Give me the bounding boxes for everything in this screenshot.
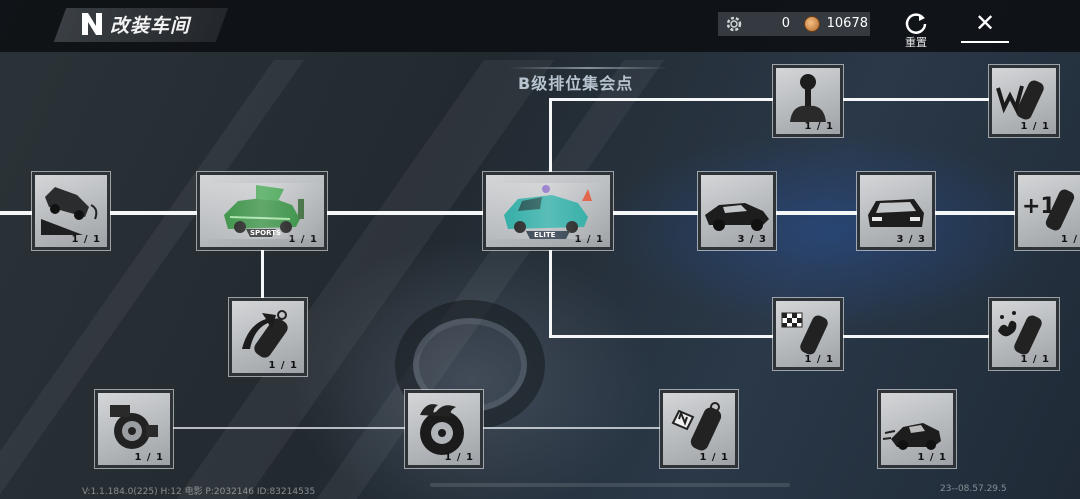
upgrade-node-nitro-n[interactable]: 1 / 1: [659, 389, 739, 469]
node-count: 1 / 1: [444, 452, 474, 463]
branch-line: [549, 98, 989, 101]
close-icon[interactable]: ✕: [974, 9, 996, 37]
upgrade-node-nitro-w[interactable]: 1 / 1: [988, 64, 1060, 138]
turbo-icon: [110, 405, 158, 449]
upgrade-node-elite[interactable]: ELITE 1 / 1: [482, 171, 614, 251]
parts-count: 0: [781, 16, 790, 31]
reset-button[interactable]: 重置: [905, 36, 927, 49]
node-count: 1 / 1: [699, 452, 729, 463]
upgrade-node-nitro-plus-one[interactable]: +1 1 /: [1014, 171, 1080, 251]
upgrade-node-gear-shift[interactable]: 1 / 1: [772, 64, 844, 138]
drift-car-icon: [882, 423, 941, 450]
upgrade-node-nitro-up[interactable]: 1 / 1: [228, 297, 308, 377]
branch-line: [261, 250, 264, 300]
nitro-boost-up-icon: [242, 310, 288, 358]
upgrade-node-turbo[interactable]: 1 / 1: [94, 389, 174, 469]
scroll-track[interactable]: [430, 483, 790, 487]
car-side-icon: [705, 203, 769, 231]
node-count: 1 / 1: [804, 354, 834, 365]
node-count: 1 /: [1060, 234, 1078, 245]
upgrade-node-drift-car[interactable]: 1 / 1: [877, 389, 957, 469]
node-count: 1 / 1: [1020, 354, 1050, 365]
nitro-w-icon: [996, 80, 1044, 120]
sports-car-icon: SPORTS: [224, 185, 304, 237]
car-front-icon: [868, 199, 924, 227]
close-button[interactable]: ✕: [961, 6, 1009, 44]
gear-shift-icon: [790, 74, 826, 122]
node-count: 1 / 1: [917, 452, 947, 463]
currency-panel: [718, 12, 870, 36]
sports-badge: SPORTS: [250, 229, 281, 237]
nitro-plus-one-icon: +1: [1022, 189, 1075, 231]
node-count: 3 / 3: [737, 234, 767, 245]
node-count: 1 / 1: [1020, 121, 1050, 132]
branch-line: [549, 335, 989, 338]
upgrade-node-fire-wheel[interactable]: 1 / 1: [404, 389, 484, 469]
reset-icon[interactable]: [902, 9, 930, 37]
section-divider: [508, 67, 668, 69]
coin-count: 10678: [826, 16, 868, 31]
node-count: 1 / 1: [134, 452, 164, 463]
version-info: V:1.1.184.0(225) H:12 电影 P:2032146 ID:83…: [82, 487, 316, 497]
coin-icon: [804, 16, 820, 32]
nitro-n-icon: [671, 402, 722, 451]
upgrade-node-car-side[interactable]: 3 / 3: [697, 171, 777, 251]
nitro-flag-icon: [781, 312, 828, 355]
section-title: B级排位集会点: [518, 74, 634, 93]
page-title: 改装车间: [110, 15, 191, 37]
upgrade-node-sports[interactable]: SPORTS 1 / 1: [196, 171, 328, 251]
car-ramp-icon: [41, 187, 98, 235]
node-count: 1 / 1: [574, 234, 604, 245]
elite-badge: ELITE: [534, 231, 556, 239]
node-count: 3 / 3: [896, 234, 926, 245]
node-count: 1 / 1: [268, 360, 298, 371]
upgrade-node-car-front[interactable]: 3 / 3: [856, 171, 936, 251]
node-count: 1 / 1: [288, 234, 318, 245]
timestamp: 23--08.57.29.5: [940, 484, 1007, 494]
upgrade-node-nitro-flag[interactable]: 1 / 1: [772, 297, 844, 371]
gear-icon: [726, 16, 742, 32]
elite-car-icon: ELITE: [504, 185, 592, 239]
fire-wheel-icon: [420, 404, 464, 455]
upgrade-node-car-ramp[interactable]: 1 / 1: [31, 171, 111, 251]
upgrade-node-nitro-splash[interactable]: 1 / 1: [988, 297, 1060, 371]
close-underline: [961, 41, 1009, 43]
nitro-splash-icon: [998, 311, 1042, 355]
node-count: 1 / 1: [804, 121, 834, 132]
n-logo-icon: [82, 13, 102, 35]
node-count: 1 / 1: [71, 234, 101, 245]
